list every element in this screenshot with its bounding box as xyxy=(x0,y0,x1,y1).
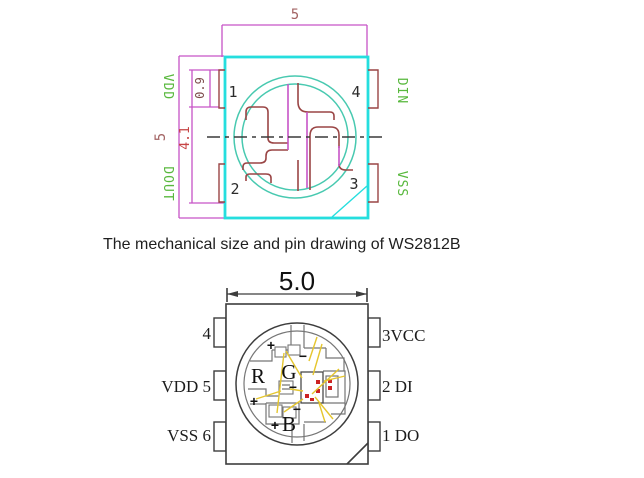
pin5-vdd-label: VDD 5 xyxy=(161,377,211,396)
pin4-label: 4 xyxy=(203,324,212,343)
pin3-number: 3 xyxy=(349,175,358,193)
bottom-dimension xyxy=(226,288,368,302)
pin2-di-label: 2 DI xyxy=(382,377,413,396)
pin3-stub xyxy=(367,317,381,348)
inner-height-dim-text: 4.1 xyxy=(178,126,193,149)
bottom-width-dim-text: 5.0 xyxy=(279,266,315,296)
pin3-name-label: VSS xyxy=(394,171,409,197)
dim-arrow-left xyxy=(227,291,238,297)
pin4-stub xyxy=(213,317,227,348)
dim-arrow-right xyxy=(356,291,367,297)
pin4-name-label: DIN xyxy=(394,78,409,104)
pin2-name-label: DOUT xyxy=(160,166,175,201)
pin2-number: 2 xyxy=(230,180,239,198)
pin6-vss-label: VSS 6 xyxy=(167,426,211,445)
minus-mark-green: − xyxy=(299,348,307,364)
blue-die xyxy=(268,404,283,418)
minus-mark-red: − xyxy=(289,379,297,395)
figure-caption: The mechanical size and pin drawing of W… xyxy=(103,236,461,253)
minus-mark-blue: − xyxy=(293,401,301,417)
pin6-stub xyxy=(213,421,227,452)
die-detail xyxy=(282,384,290,390)
pin4-number: 4 xyxy=(351,83,360,101)
pin3-vcc-label: 3VCC xyxy=(382,326,425,345)
plus-mark-red: + xyxy=(250,393,258,409)
lead-frame xyxy=(248,325,346,443)
red-die xyxy=(278,380,294,395)
green-die-pad xyxy=(287,344,301,356)
pin3-pad xyxy=(368,163,379,203)
top-width-dim-text: 5 xyxy=(291,7,299,23)
pin-pads xyxy=(218,69,379,203)
ic-bond-pads xyxy=(305,379,332,401)
corner-chamfer-mark xyxy=(331,185,368,218)
dimension-lines xyxy=(178,24,368,219)
led-dies-and-ic xyxy=(268,344,332,419)
pin1-chamfer-mark xyxy=(346,442,369,465)
pin2-pad xyxy=(218,163,225,203)
lens-outer-circle xyxy=(235,322,359,446)
internal-traces xyxy=(242,83,353,191)
red-die-label: R xyxy=(251,364,265,388)
plus-mark-green: + xyxy=(267,337,275,353)
pin1-number: 1 xyxy=(228,83,237,101)
left-height-dim-text: 5 xyxy=(153,133,169,141)
green-die-label: G xyxy=(281,360,296,384)
pin4-pad xyxy=(368,69,379,109)
pin1-do-label: 1 DO xyxy=(382,426,419,445)
pin1-stub xyxy=(367,421,381,452)
top-mechanical-drawing: 1 4 2 3 VDD DOUT DIN VSS 5 5 4.1 0.9 xyxy=(153,7,409,220)
bond-wires xyxy=(255,336,346,423)
pin1-name-label: VDD xyxy=(160,74,175,100)
plus-mark-blue: + xyxy=(271,417,279,433)
pad-width-dim-text: 0.9 xyxy=(193,77,207,99)
lens-inner-circle xyxy=(243,330,351,438)
pin5-stub xyxy=(213,370,227,401)
blue-die-label: B xyxy=(282,412,296,436)
blue-die-pad xyxy=(282,406,297,419)
pin1-pad xyxy=(218,69,225,109)
bottom-pin-drawing: 5.0 xyxy=(161,266,425,465)
pin2-stub xyxy=(367,370,381,401)
